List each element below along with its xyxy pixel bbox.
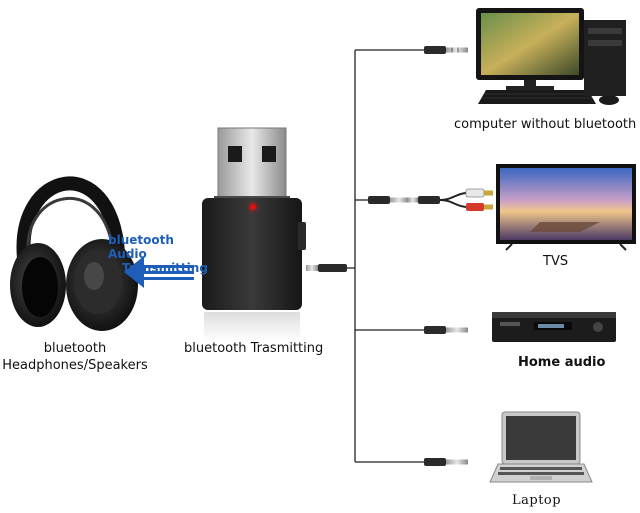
arrow-text-line2: Transmitting <box>122 261 208 275</box>
headphones-label-line1: bluetooth <box>43 341 107 356</box>
connector-lines <box>347 49 424 463</box>
audio-jack-icon <box>424 46 468 54</box>
home-audio-label: Home audio <box>518 355 606 370</box>
headphones-label-line2: Headphones/Speakers <box>2 358 148 373</box>
headphones-label: bluetooth Headphones/Speakers <box>0 340 150 374</box>
rca-cable-icon <box>439 188 493 211</box>
transmitter-label: bluetooth Trasmitting <box>184 341 324 356</box>
usb-dongle-icon <box>202 127 306 342</box>
home-audio-player-icon <box>492 312 616 342</box>
computer-label: computer without bluetooth <box>454 117 637 132</box>
audio-jack-icon <box>424 326 468 334</box>
audio-jack-icon <box>424 458 468 466</box>
bluetooth-audio-transmitting-label: bluetooth Audio Transmitting <box>108 233 208 275</box>
laptop-icon <box>489 411 593 483</box>
desktop-computer-icon <box>476 8 626 105</box>
audio-jack-icon <box>368 196 440 204</box>
tv-label: TVS <box>543 254 569 269</box>
arrow-left-icon <box>124 256 194 288</box>
audio-jack-icon <box>306 264 347 272</box>
arrow-text-line1: bluetooth Audio <box>108 233 174 261</box>
laptop-label: Laptop <box>512 493 562 508</box>
headphones-icon <box>10 176 138 331</box>
tv-icon <box>496 164 636 251</box>
